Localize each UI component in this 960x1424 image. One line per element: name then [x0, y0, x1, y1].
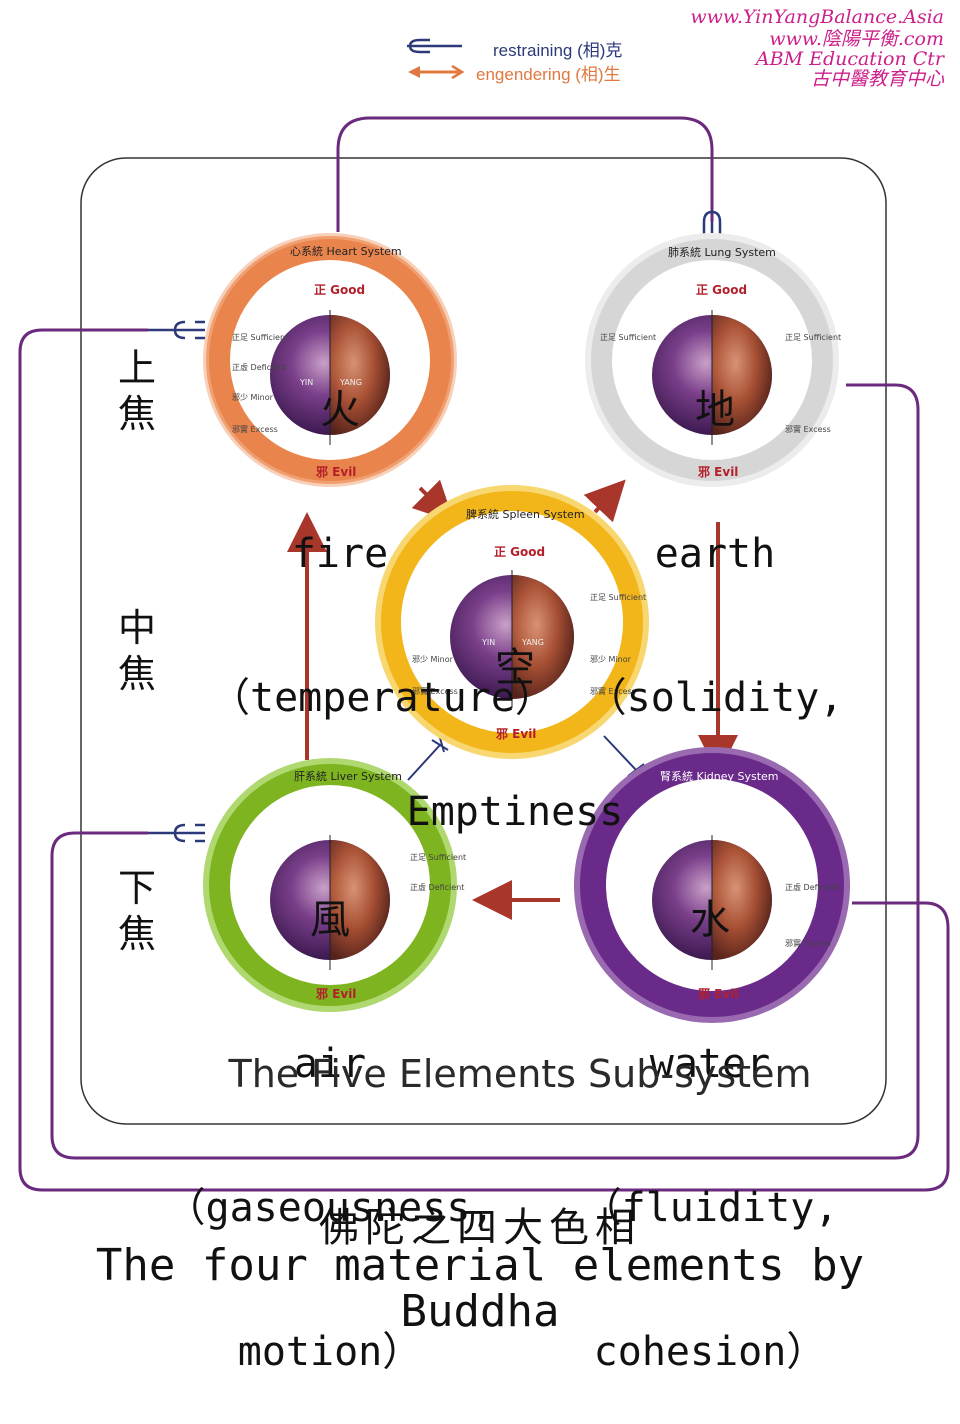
spleen-good-label: 正 Good [494, 545, 545, 559]
emptiness-element-label: 空 Emptiness [380, 548, 650, 884]
liver-deficient-label: 正虛 Deficient [410, 882, 464, 892]
heart-lung-restrain-loop [336, 116, 714, 232]
spleen-excess-label: 邪實 Excess [590, 686, 636, 696]
kidney-system-ring [578, 751, 846, 1019]
lung-evil-label: 邪 Evil [697, 465, 738, 479]
water-desc: （fluidity, [581, 1185, 839, 1231]
heart-evil-label: 邪 Evil [315, 465, 356, 479]
spleen-system-label: 脾系統 Spleen System [466, 507, 585, 521]
lung-sufficient-right-label: 正足 Sufficient [785, 333, 841, 342]
legend-engender-icon [408, 64, 465, 80]
credit-line-3: ABM Education Ctr [755, 48, 944, 70]
middle-burner-label: 中 焦 [118, 606, 157, 696]
kidney-excess-label: 邪實 Excess [785, 938, 831, 948]
emptiness-cjk: 空 [495, 645, 535, 691]
heart-yin-label: YIN [299, 378, 313, 387]
lung-system-ring [588, 236, 836, 484]
heart-system-label: 心系統 Heart System [290, 244, 402, 258]
liver-evil-label: 邪 Evil [315, 987, 356, 1001]
spleen-minor-left-label: 邪少 Minor [412, 655, 454, 664]
kidney-deficient-label: 正虛 Deficient [785, 882, 839, 892]
credit-line-2: www.陰陽平衡.com [769, 28, 944, 50]
upper-burner-label: 上 焦 [118, 346, 157, 436]
restrain-fork-icon [148, 210, 722, 843]
lung-system-label: 肺系統 Lung System [668, 245, 776, 259]
heart-sphere [270, 310, 390, 445]
spleen-system-ring [379, 489, 645, 755]
fire-cjk: 火 [320, 387, 360, 433]
kidney-sphere [652, 835, 772, 970]
spleen-to-liver-restrain-icon [407, 737, 449, 781]
kidney-evil-label: 邪 Evil [697, 987, 738, 1001]
heart-system-ring [206, 236, 454, 484]
spleen-minor-label: 邪少 Minor [590, 655, 632, 664]
legend-restrain-icon [407, 38, 462, 54]
title-english-line-2: Buddha [400, 1286, 560, 1337]
heart-excess-label: 邪實 Excess [232, 424, 278, 434]
lower-burner-label: 下 焦 [118, 866, 157, 956]
title-chinese: 佛陀之四大色相 [319, 1205, 641, 1251]
heart-good-label: 正 Good [314, 283, 365, 297]
subsystem-frame [80, 157, 887, 1125]
spleen-to-earth-arrow [583, 479, 626, 523]
emptiness-en: Emptiness [406, 789, 624, 835]
heart-sufficient-label: 正足 Sufficient [232, 333, 288, 342]
spleen-yang-label: YANG [521, 638, 544, 647]
air-desc: （gaseousness, [165, 1185, 495, 1231]
earth-en: earth [654, 531, 776, 577]
liver-sphere [270, 835, 390, 970]
lung-excess-label: 邪實 Excess [785, 424, 831, 434]
legend-engendering-label: engendering (相)生 [476, 65, 621, 84]
heart-deficient-label: 正虛 Deficient [232, 362, 286, 372]
liver-system-label: 肝系統 Liver System [294, 769, 402, 783]
legend-restraining-label: restraining (相)克 [493, 41, 623, 60]
heart-yang-label: YANG [339, 378, 362, 387]
earth-desc: （solidity, [586, 675, 844, 721]
liver-sufficient-label: 正足 Sufficient [410, 853, 466, 862]
credit-line-4: 古中醫教育中心 [810, 68, 944, 90]
air-en: air [293, 1041, 367, 1087]
water-en: water [649, 1041, 771, 1087]
water-fire-restrain-loop [18, 328, 950, 1192]
spleen-evil-label: 邪 Evil [495, 727, 536, 741]
spleen-sufficient-label: 正足 Sufficient [590, 593, 646, 602]
subsystem-subtitle: The Five Elements Sub-system [228, 1052, 812, 1096]
air-cjk: 風 [310, 897, 350, 943]
fire-element-label: 火 fire （temperature） [150, 290, 555, 770]
diagram-canvas: 心系統 Heart System 肺系統 Lung System 脾系統 Spl… [18, 38, 950, 1192]
fire-to-spleen-arrow [411, 479, 455, 523]
kidney-system-label: 腎系統 Kidney System [660, 769, 779, 783]
fire-desc: （temperature） [210, 675, 555, 721]
lung-sufficient-label: 正足 Sufficient [600, 333, 656, 342]
water-cjk: 水 [690, 897, 730, 943]
title-english-line-1: The four material elements by [95, 1240, 865, 1291]
earth-cjk: 地 [695, 387, 735, 433]
credit-line-1: www.YinYangBalance.Asia [690, 6, 944, 28]
lung-sphere [652, 310, 772, 445]
lung-good-label: 正 Good [696, 283, 747, 297]
heart-minor-label: 邪少 Minor [232, 393, 274, 402]
spleen-excess-left-label: 邪實 Excess [412, 686, 458, 696]
spleen-yin-label: YIN [481, 638, 495, 647]
fire-en: fire [291, 531, 389, 577]
spleen-sphere [450, 570, 574, 708]
earth-air-restrain-loop [50, 383, 920, 1160]
liver-system-ring [206, 761, 454, 1009]
earth-element-label: 地 earth （solidity, [560, 290, 870, 770]
